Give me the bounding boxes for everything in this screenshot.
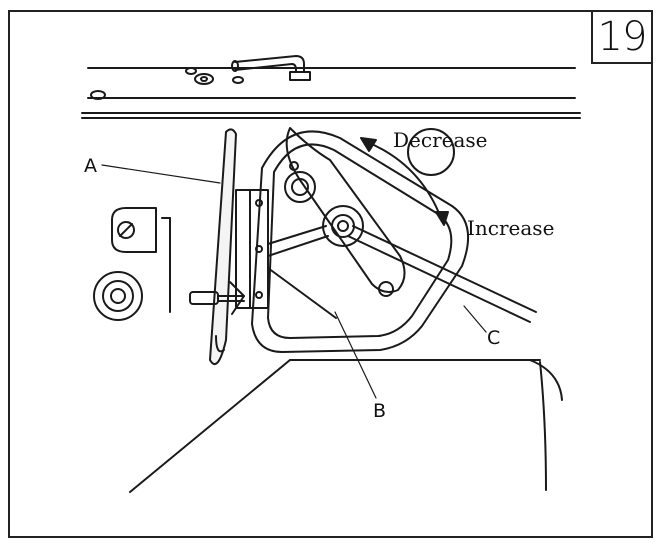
machine-body	[129, 359, 563, 493]
leader-lines	[101, 164, 487, 399]
cam-plate	[251, 127, 469, 353]
step-number: 19	[591, 10, 653, 64]
direction-arrow	[360, 137, 449, 226]
tension-knob	[189, 281, 245, 315]
decrease-label: Decrease	[393, 128, 488, 152]
oil-pipe	[231, 55, 311, 81]
bed-plate	[81, 67, 581, 119]
label-c: C	[487, 327, 501, 349]
label-a: A	[84, 155, 97, 177]
figure-frame	[8, 10, 653, 538]
adjusting-rod	[322, 205, 537, 323]
reference-circle	[407, 128, 455, 176]
increase-label: Increase	[467, 216, 555, 240]
spool-pin	[93, 271, 143, 321]
label-b: B	[373, 400, 387, 422]
cover-plate-a	[209, 128, 237, 365]
left-bracket	[111, 207, 171, 313]
